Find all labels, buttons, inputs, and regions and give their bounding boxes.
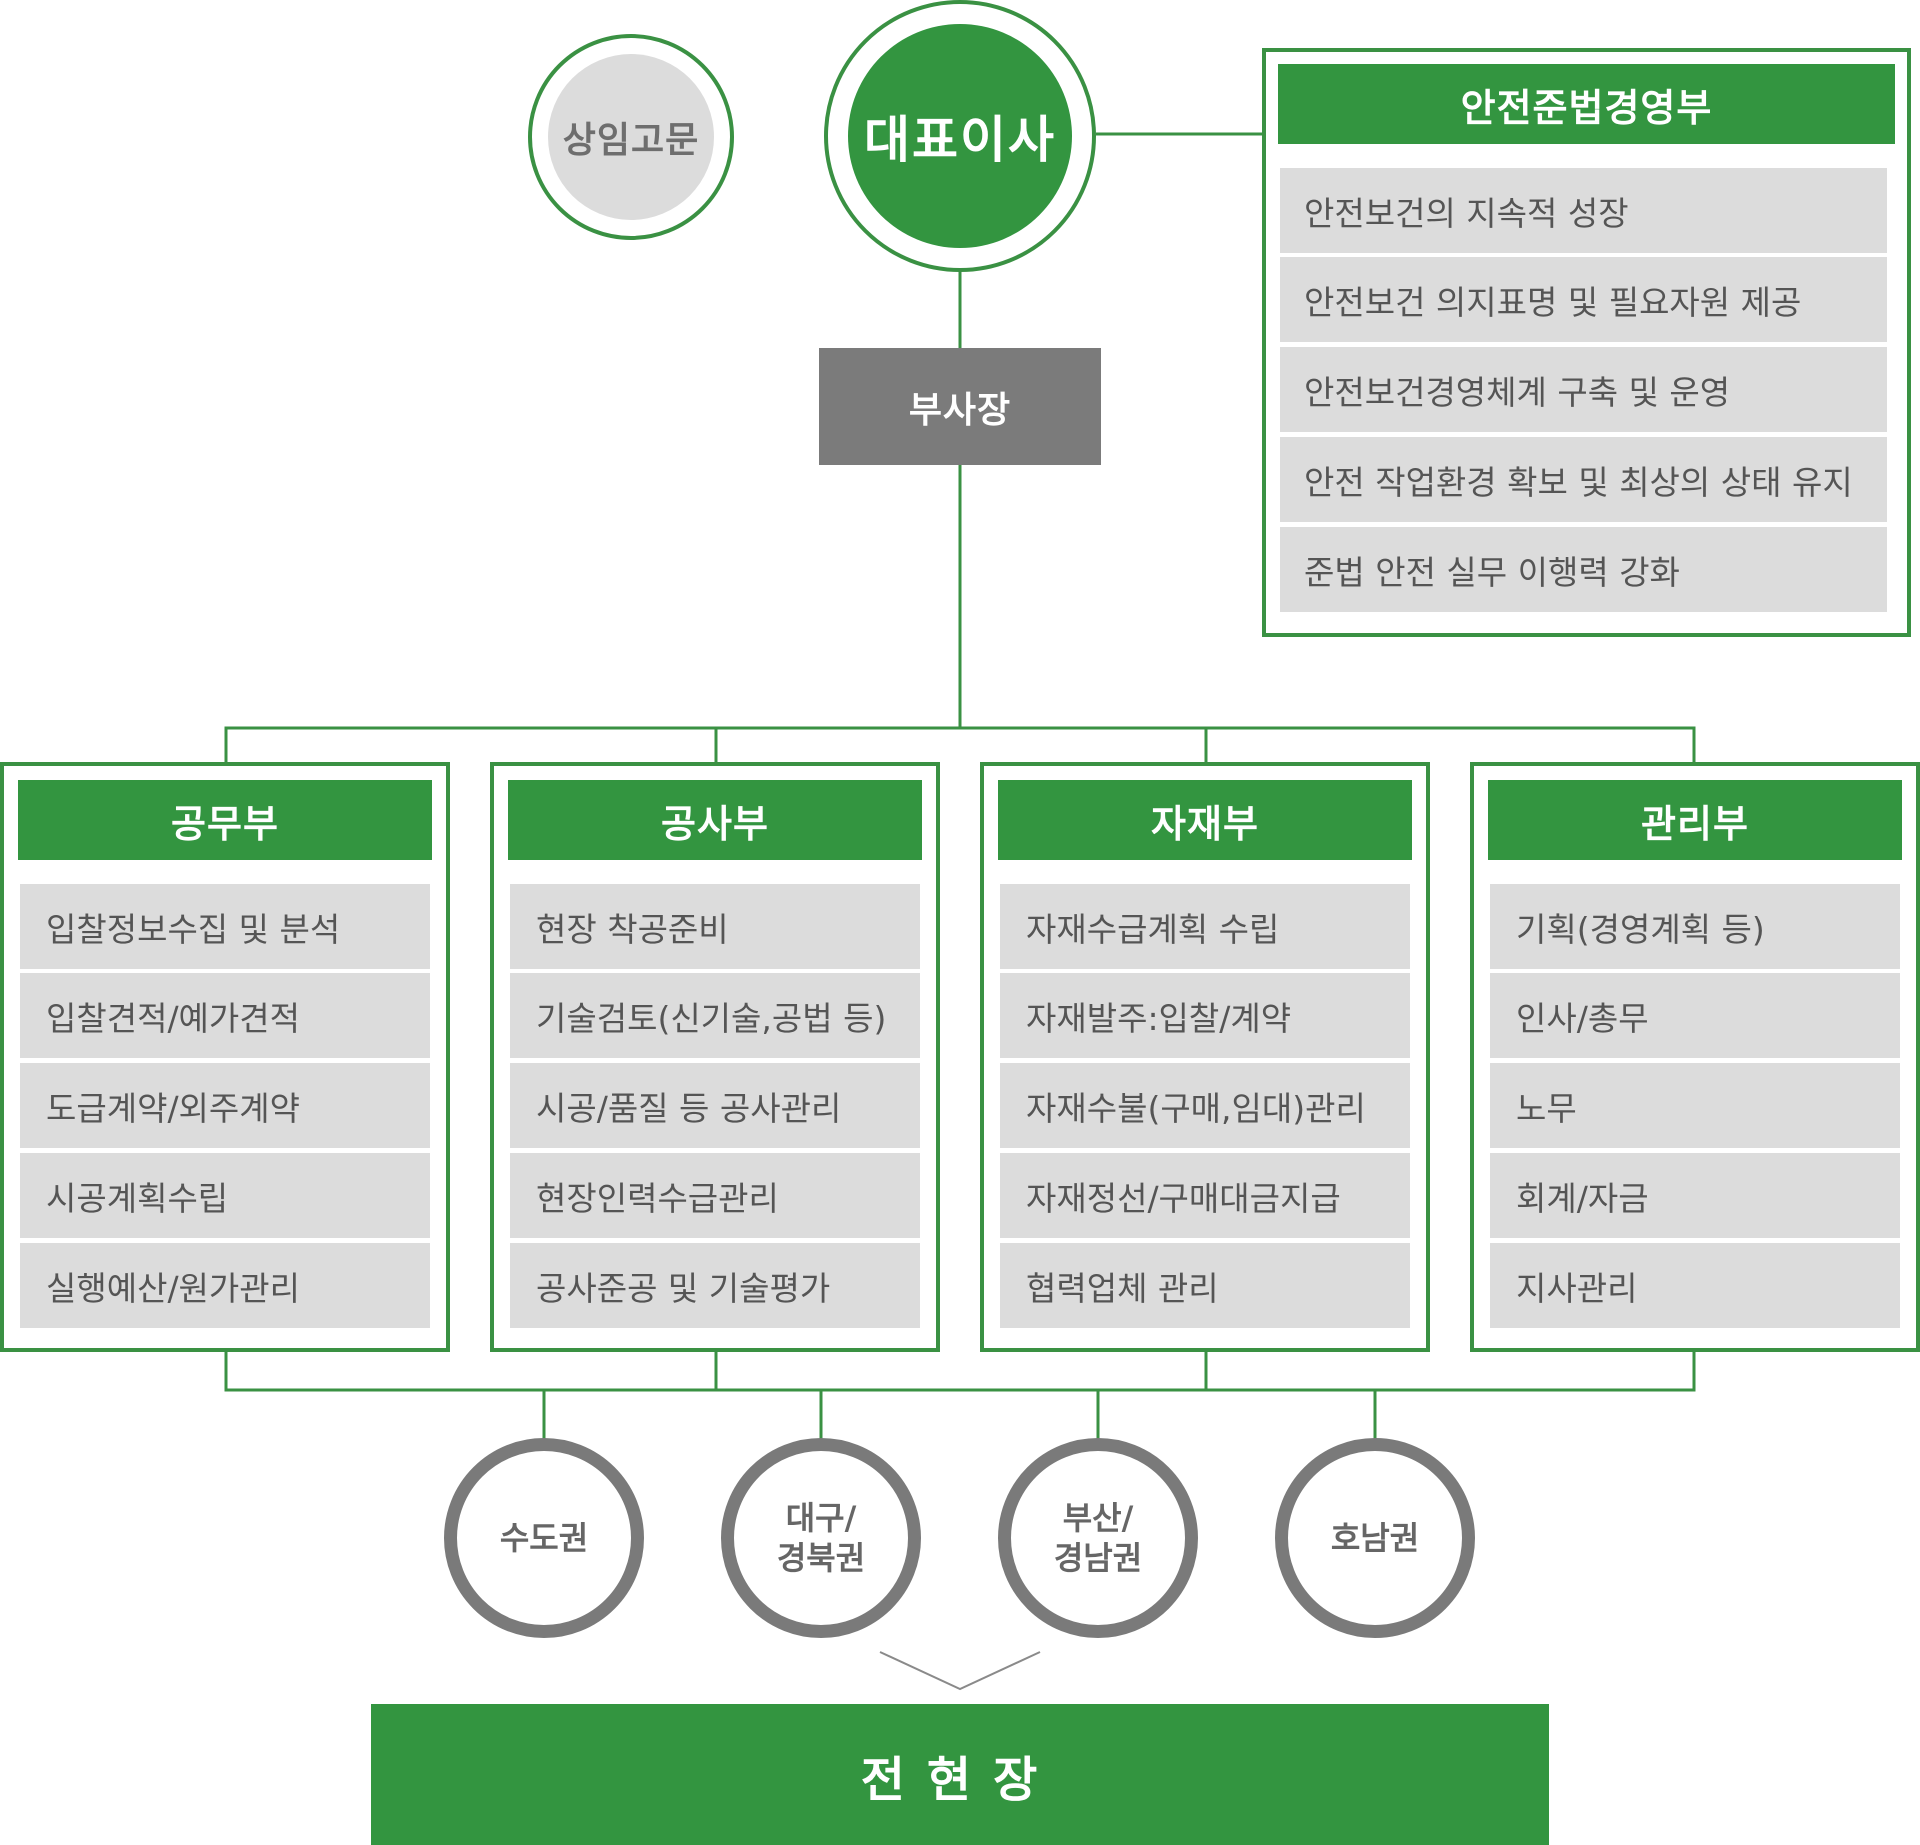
dept-item: 시공/품질 등 공사관리 <box>510 1063 920 1148</box>
dept-item: 협력업체 관리 <box>1000 1243 1410 1328</box>
region-node: 수도권 <box>444 1438 644 1638</box>
dept-item: 지사관리 <box>1490 1243 1900 1328</box>
safety-dept-title: 안전준법경영부 <box>1278 64 1895 144</box>
region-node: 부산/ 경남권 <box>998 1438 1198 1638</box>
dept-item: 기술검토(신기술,공법 등) <box>510 973 920 1058</box>
dept-item: 자재수불(구매,임대)관리 <box>1000 1063 1410 1148</box>
safety-item: 안전 작업환경 확보 및 최상의 상태 유지 <box>1280 437 1887 522</box>
down-arrow-chevron <box>879 1651 1041 1691</box>
dept-item: 도급계약/외주계약 <box>20 1063 430 1148</box>
safety-item: 안전보건경영체계 구축 및 운영 <box>1280 347 1887 432</box>
dept-item: 실행예산/원가관리 <box>20 1243 430 1328</box>
dept-item: 자재정선/구매대금지급 <box>1000 1153 1410 1238</box>
safety-dept-panel: 안전준법경영부 안전보건의 지속적 성장 안전보건 의지표명 및 필요자원 제공… <box>1262 48 1911 637</box>
dept-item: 공사준공 및 기술평가 <box>510 1243 920 1328</box>
region-node: 호남권 <box>1275 1438 1475 1638</box>
safety-item: 안전보건 의지표명 및 필요자원 제공 <box>1280 257 1887 342</box>
dept-title: 자재부 <box>998 780 1412 860</box>
dept-item: 자재수급계획 수립 <box>1000 884 1410 969</box>
dept-panel-4: 관리부 기획(경영계획 등) 인사/총무 노무 회계/자금 지사관리 <box>1470 762 1920 1352</box>
vice-president-box: 부사장 <box>819 348 1101 465</box>
safety-item: 준법 안전 실무 이행력 강화 <box>1280 527 1887 612</box>
dept-item: 회계/자금 <box>1490 1153 1900 1238</box>
dept-item: 노무 <box>1490 1063 1900 1148</box>
dept-panel-1: 공무부 입찰정보수집 및 분석 입찰견적/예가견적 도급계약/외주계약 시공계획… <box>0 762 450 1352</box>
region-node: 대구/ 경북권 <box>721 1438 921 1638</box>
dept-item: 입찰정보수집 및 분석 <box>20 884 430 969</box>
dept-panel-2: 공사부 현장 착공준비 기술검토(신기술,공법 등) 시공/품질 등 공사관리 … <box>490 762 940 1352</box>
dept-title: 관리부 <box>1488 780 1902 860</box>
dept-item: 현장 착공준비 <box>510 884 920 969</box>
advisor-label: 상임고문 <box>548 54 714 220</box>
safety-item: 안전보건의 지속적 성장 <box>1280 168 1887 253</box>
dept-item: 기획(경영계획 등) <box>1490 884 1900 969</box>
dept-item: 현장인력수급관리 <box>510 1153 920 1238</box>
dept-item: 자재발주:입찰/계약 <box>1000 973 1410 1058</box>
dept-title: 공무부 <box>18 780 432 860</box>
dept-item: 입찰견적/예가견적 <box>20 973 430 1058</box>
dept-title: 공사부 <box>508 780 922 860</box>
all-sites-bar: 전현장 <box>371 1704 1549 1845</box>
dept-panel-3: 자재부 자재수급계획 수립 자재발주:입찰/계약 자재수불(구매,임대)관리 자… <box>980 762 1430 1352</box>
dept-item: 인사/총무 <box>1490 973 1900 1058</box>
dept-item: 시공계획수립 <box>20 1153 430 1238</box>
ceo-label: 대표이사 <box>848 24 1072 248</box>
